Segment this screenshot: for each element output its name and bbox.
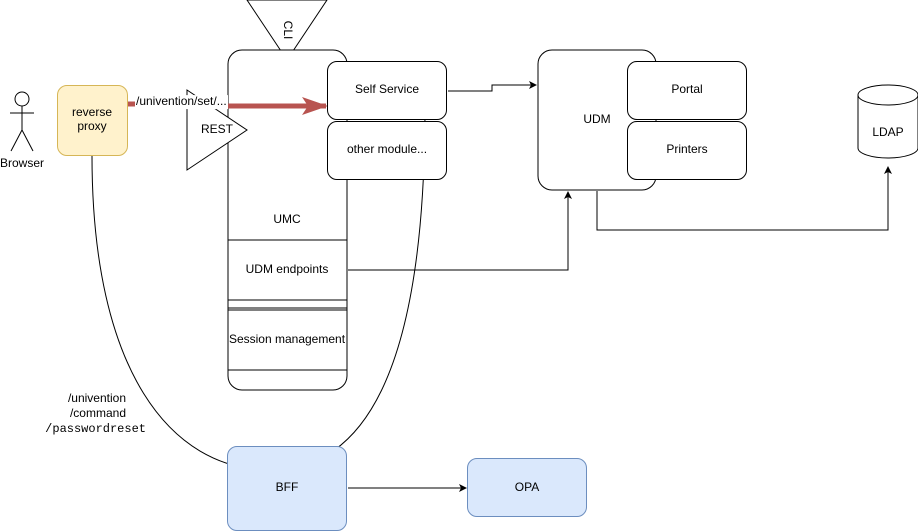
opa-label: OPA (514, 480, 540, 495)
browser-actor-icon (10, 91, 34, 152)
printers-node (627, 121, 747, 180)
bff-route-label-2: /command (69, 406, 126, 421)
portal-label: Portal (671, 82, 703, 97)
other-modules-label: other module... (346, 142, 428, 157)
portal-node (627, 61, 747, 120)
bff-label: BFF (275, 480, 299, 495)
opa-node (467, 458, 587, 517)
ldap-cylinder-icon (857, 84, 918, 159)
bff-route-label-3: /passwordreset (45, 422, 146, 437)
udm-label: UDM (583, 112, 611, 127)
reverse-proxy-label: reverse proxy (71, 105, 113, 133)
bff-route-label-1: /univention (67, 391, 126, 406)
univention-set-edge-label: /univention/set/... (135, 94, 228, 109)
udm-to-ldap-edge (596, 166, 892, 231)
session-management-label: Session management (228, 332, 346, 347)
browser-label: Browser (0, 156, 45, 171)
umc-container (227, 49, 348, 391)
printers-label: Printers (666, 142, 708, 157)
udmendpoints-to-udm-edge (348, 191, 572, 271)
bff-node (227, 446, 347, 531)
umc-label: UMC (273, 212, 301, 227)
rest-label: REST (200, 122, 234, 137)
self-service-label: Self Service (354, 82, 420, 97)
udm-endpoints-label: UDM endpoints (245, 262, 329, 277)
cli-label: CLI (280, 20, 295, 40)
self-service-node (327, 61, 447, 120)
cli-triangle (246, 0, 328, 61)
other-modules-node (327, 121, 447, 180)
rest-triangle (186, 89, 248, 171)
reverse-proxy-node (57, 85, 128, 156)
selfservice-to-udm-edge (448, 81, 537, 92)
udm-container (537, 49, 657, 191)
ldap-label: LDAP (872, 125, 904, 140)
